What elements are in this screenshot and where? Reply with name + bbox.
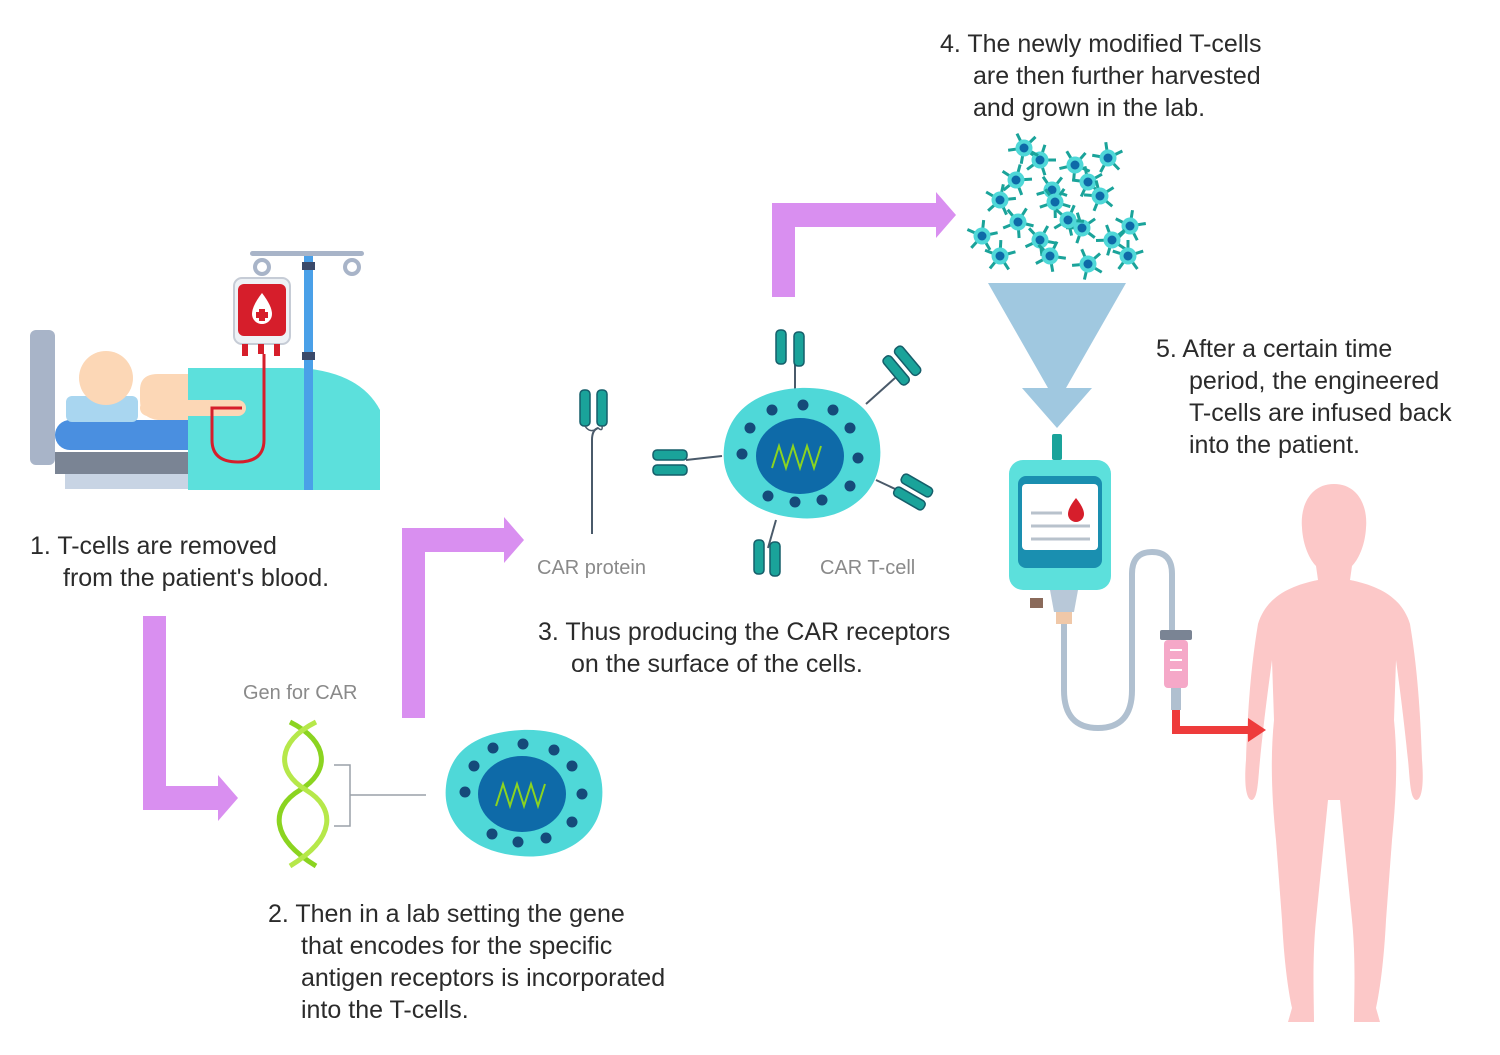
car-protein-label: CAR protein xyxy=(537,557,646,580)
step-2-text: 2. Then in a lab setting the gene that e… xyxy=(268,898,665,1026)
small-t-cell xyxy=(1036,242,1066,272)
step-1-line-1: 1. T-cells are removed xyxy=(30,530,329,562)
infusion-bag-illustration xyxy=(1009,434,1172,728)
arrow-step1-to-step2 xyxy=(143,616,238,821)
step-5-text: 5. After a certain time period, the engi… xyxy=(1156,333,1452,461)
step-4-line-1: 4. The newly modified T-cells xyxy=(940,28,1261,60)
infusion-line-illustration xyxy=(1160,630,1266,742)
small-t-cell xyxy=(1096,225,1125,255)
small-t-cell xyxy=(967,220,997,250)
step-2-line-3: antigen receptors is incorporated xyxy=(268,962,665,994)
funnel-arrow xyxy=(988,283,1126,428)
step-3-line-1: 3. Thus producing the CAR receptors xyxy=(538,616,950,648)
small-t-cell xyxy=(985,240,1015,269)
car-t-cell-label: CAR T-cell xyxy=(820,557,915,580)
step-5-line-4: into the patient. xyxy=(1156,429,1452,461)
step-2-line-2: that encodes for the specific xyxy=(268,930,665,962)
step-2-line-1: 2. Then in a lab setting the gene xyxy=(268,898,665,930)
step-5-line-3: T-cells are infused back xyxy=(1156,397,1452,429)
step-1-text: 1. T-cells are removed from the patient'… xyxy=(30,530,329,594)
arrow-step3-to-step4 xyxy=(772,192,956,297)
small-t-cell xyxy=(1003,208,1033,238)
gene-for-car-label: Gen for CAR xyxy=(243,682,357,705)
small-t-cell xyxy=(1116,210,1146,240)
dna-helix-illustration xyxy=(279,722,426,866)
step-1-line-2: from the patient's blood. xyxy=(30,562,329,594)
step-4-line-3: and grown in the lab. xyxy=(940,92,1261,124)
t-cell-cluster-illustration xyxy=(967,134,1145,280)
t-cell-illustration xyxy=(446,730,603,857)
step-3-line-2: on the surface of the cells. xyxy=(538,648,950,680)
step-4-line-2: are then further harvested xyxy=(940,60,1261,92)
arrow-step2-to-step3 xyxy=(402,517,524,718)
step-2-line-4: into the T-cells. xyxy=(268,994,665,1026)
step-3-text: 3. Thus producing the CAR receptors on t… xyxy=(538,616,950,680)
patient-bed-illustration xyxy=(30,251,380,490)
human-body-illustration xyxy=(1245,484,1423,1022)
small-t-cell xyxy=(1072,249,1102,279)
step-5-line-1: 5. After a certain time xyxy=(1156,333,1452,365)
car-protein-illustration xyxy=(580,390,607,534)
step-4-text: 4. The newly modified T-cells are then f… xyxy=(940,28,1261,124)
car-t-cell-illustration xyxy=(653,330,934,576)
step-5-line-2: period, the engineered xyxy=(1156,365,1452,397)
small-t-cell xyxy=(1092,142,1122,172)
small-t-cell xyxy=(986,184,1016,214)
